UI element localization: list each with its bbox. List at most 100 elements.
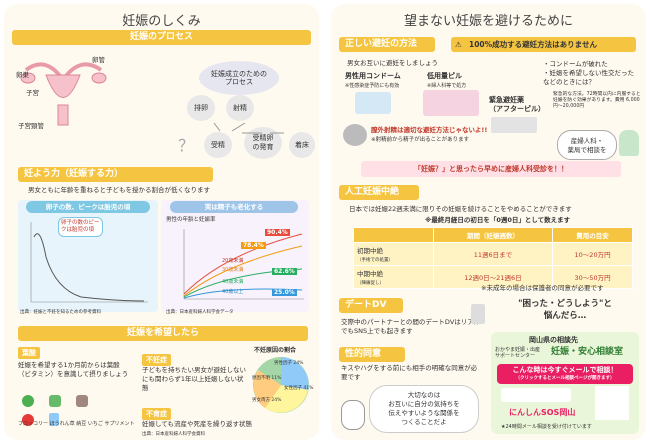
pill-icon <box>423 90 479 116</box>
broccoli-icon <box>22 395 34 407</box>
consent-bar: 性的同意 <box>339 347 405 362</box>
dv-bar: デートDV <box>339 298 403 313</box>
contra-bar: 正しい避妊の方法 <box>339 37 435 52</box>
table-row: 中期中絶 （陣痛促し） 12週0日～21週6日 30～50万円 <box>353 265 633 289</box>
node-ovulation: 排卵 <box>187 95 215 121</box>
qr-strip <box>501 388 571 402</box>
mail-button[interactable]: こんな時は今すぐメールで相談！ （クリックするとメール相談ページが開きます） <box>497 364 633 384</box>
clinic-bubble: 産婦人科・ 薬局で相談を <box>557 130 617 160</box>
table-cell: 10～20万円 <box>552 242 633 266</box>
infertility-tag: 不妊症 <box>142 354 171 366</box>
pie-label-3: 男女両方 24% <box>252 398 282 403</box>
wish-bar: 妊娠を希望したら <box>18 326 308 341</box>
mail-button-sub: （クリックするとメール相談ページが開きます） <box>515 376 615 381</box>
table-cell: 初期中絶 （手術での処置） <box>353 242 434 266</box>
table-cell: 中期中絶 （陣痛促し） <box>353 265 434 289</box>
pie-title: 不妊原因の割合 <box>254 347 297 354</box>
polar-bear-icon <box>341 400 365 430</box>
row-type: 中期中絶 <box>357 270 383 278</box>
condom-label: 男性用コンドーム <box>345 72 401 80</box>
sos-logo: にんしんSOS岡山 <box>509 408 576 417</box>
row-sub: （手術での処置） <box>357 258 393 263</box>
bear-speech: 大切なのは お互いに自分の気持ちを 伝えやすいような関係を つくることだよ <box>369 385 479 433</box>
sperm-tag: 実は精子も老化する <box>170 201 298 213</box>
sperm-label-2: 78.4% <box>241 242 266 249</box>
node-development: 受精卵 の発育 <box>244 127 282 159</box>
miscarriage-text: 妊娠しても流産や死産を繰り返す状態 <box>142 420 252 428</box>
abortion-note: ※最終月経日の初日を「0週0日」として数えます <box>425 216 571 224</box>
label-ovary: 卵巣 <box>16 71 29 79</box>
egg-tag: 卵子の数、ピークは胎児の頃 <box>26 201 150 213</box>
folic-tag: 葉酸 <box>18 347 40 359</box>
pink-message: 「妊娠？」と思ったら早めに産婦人科受診を！！ <box>361 161 621 177</box>
node-fertilization: 受精 <box>204 132 232 158</box>
emergency-label: 緊急避妊薬 （アフターピル） <box>489 96 545 113</box>
strawberry-icon <box>22 414 34 426</box>
abortion-text: 日本では妊娠22週未満に限りその妊娠を続けることをやめることができます <box>349 205 572 213</box>
pill-label: 低用量ピル <box>427 72 462 80</box>
egg-curve <box>30 222 148 303</box>
row-type: 初期中絶 <box>357 247 383 255</box>
sperm-age-4: 40歳以上 <box>222 289 244 295</box>
pie-label-4: 原因不明 11% <box>252 376 282 381</box>
table-cell: 12週0日～21週6日 <box>432 265 554 289</box>
case-answer: 緊急的な方法。72時間以内に内服すると妊娠を防ぐ効果があります。費用 6,000… <box>553 92 641 109</box>
condom-note: ※性感染症予防にも有効 <box>345 83 400 89</box>
pill-note: ※婦人科等で処方 <box>427 83 467 89</box>
table-header: 費用の目安 <box>552 227 633 243</box>
question-icon: ？ <box>178 136 195 155</box>
case-question: ・コンドームが破れた ・妊娠を希望しない性交だった などのときには？ <box>543 60 634 86</box>
consult-sub: おかやま妊娠・出産 サポートセンター <box>495 347 541 359</box>
emergency-pill-icon <box>491 117 537 133</box>
node-implantation: 着床 <box>289 132 315 158</box>
condom-icon <box>355 92 391 114</box>
outside-warn: 膣外射精は適切な避妊方法じゃないよ!! <box>371 126 488 134</box>
table-cell: 30～50万円 <box>552 265 633 289</box>
supplement-icon <box>49 413 60 426</box>
food-labels: ブロッコリー ほうれん草 納豆 いちご サプリメント <box>18 420 134 429</box>
natto-icon <box>76 395 89 407</box>
food-label: ほうれん草 <box>49 421 75 427</box>
abortion-table: 期間（妊娠週数） 費用の目安 初期中絶 （手術での処置） 11週6日まで 10～2… <box>353 227 633 289</box>
dv-text: 交際中のパートナーとの間のデートDVはリアルでもSNS上でも起きます <box>341 318 481 335</box>
pie-label-2: 女性因子 41% <box>284 386 314 391</box>
food-label: サプリメント <box>104 421 135 427</box>
food-label: 納豆 <box>76 421 87 427</box>
pie-label-1: 男性因子 24% <box>274 361 304 366</box>
sos-note: ★24時間メール相談を受け付けています <box>501 424 592 430</box>
food-label: いちご <box>87 421 103 427</box>
table-cell: 11週6日まで <box>432 242 554 266</box>
consent-text: キスやハグをする前にも相手の明確な同意が必要です <box>341 364 478 381</box>
egg-source: 出典：妊娠と不妊を知るための参考資料 <box>20 310 101 315</box>
fertility-bar: 妊よう力（妊娠する力） <box>18 167 213 182</box>
consult-org: 岡山県の相談先 <box>529 336 578 344</box>
bear-icon <box>343 124 367 146</box>
sperm-label-3: 62.6% <box>272 268 297 275</box>
warn-banner: ⚠ 100%成功する避妊方法はありません <box>451 37 636 52</box>
bottom-source: 出典：日本産科婦人科学会資料 <box>142 432 205 437</box>
row-sub: （陣痛促し） <box>357 281 384 286</box>
fertility-intro: 男女ともに年齢を重ねると子どもを授かる割合が低くなります <box>28 186 210 194</box>
warn-text: 100%成功する避妊方法はありません <box>469 40 597 49</box>
food-icons <box>22 392 122 426</box>
mail-button-label: こんな時は今すぐメールで相談！ <box>512 366 618 374</box>
qr-code[interactable] <box>595 386 629 420</box>
label-cervix: 子宮頸管 <box>18 122 44 130</box>
consult-name: 妊娠・安心相談室 <box>551 347 624 357</box>
process-bar: 妊娠のプロセス <box>12 30 311 45</box>
sperm-age-1: 20歳未満 <box>222 258 244 264</box>
table-row: 初期中絶 （手術での処置） 11週6日まで 10～20万円 <box>353 242 633 266</box>
process-arrows <box>213 122 284 134</box>
left-title: 妊娠のしくみ <box>122 14 201 29</box>
sperm-chart-title: 男性の年齢と妊娠率 <box>166 217 216 223</box>
trouble-title: "困った・どうしよう"と 悩んだら… <box>518 299 612 321</box>
table-header: 期間（妊娠週数） <box>432 227 554 243</box>
food-label: ブロッコリー <box>18 421 49 427</box>
node-ejaculation: 射精 <box>226 95 254 121</box>
folic-text: 妊娠を希望する1か月前からは葉酸（ビタミン）を意識して摂りましょう <box>18 361 129 378</box>
egg-bubble: 卵子の数のピークは胎児の頃 <box>58 217 103 237</box>
label-tube: 卵管 <box>92 56 105 64</box>
infertility-pie <box>253 357 309 413</box>
pharmacist-icon <box>619 130 639 156</box>
